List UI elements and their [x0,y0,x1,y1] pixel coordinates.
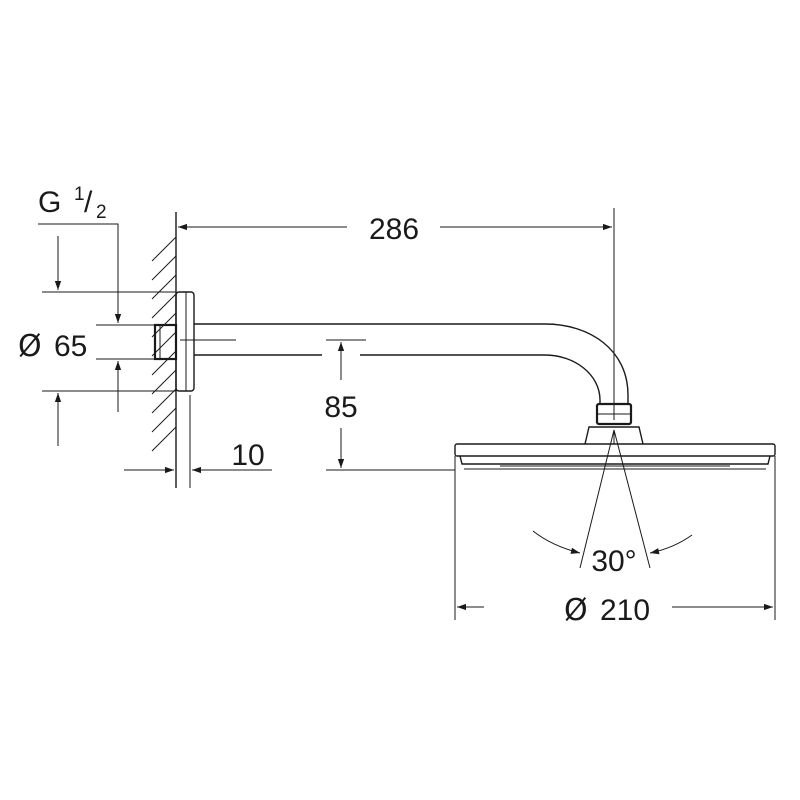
thread-denominator: 2 [96,202,107,223]
dimension-286: 286 [178,208,615,420]
dimension-210: Ø 210 [454,456,776,628]
dimension-85-label: 85 [324,391,357,424]
dimension-65-label: 65 [54,330,87,363]
diameter-symbol: Ø [18,329,42,364]
angle-30: 30° [532,429,693,578]
thread-numerator: 1 [74,184,85,205]
shower-head [454,402,776,470]
thread-dimension: G 1 / 2 [38,184,155,412]
dimension-10: 10 [124,395,272,488]
angle-30-label: 30° [591,545,636,578]
diameter-symbol-210: Ø [564,593,588,628]
dimension-286-label: 286 [369,213,419,246]
thread-prefix: G [38,186,61,219]
wall-rose [153,291,195,392]
dimension-65: Ø 65 [18,236,176,446]
thread-slash: / [84,186,93,219]
dimension-85: 85 [324,339,455,471]
dimension-210-label: 210 [600,594,650,627]
dimension-10-label: 10 [231,439,264,472]
shower-arm [180,323,629,404]
